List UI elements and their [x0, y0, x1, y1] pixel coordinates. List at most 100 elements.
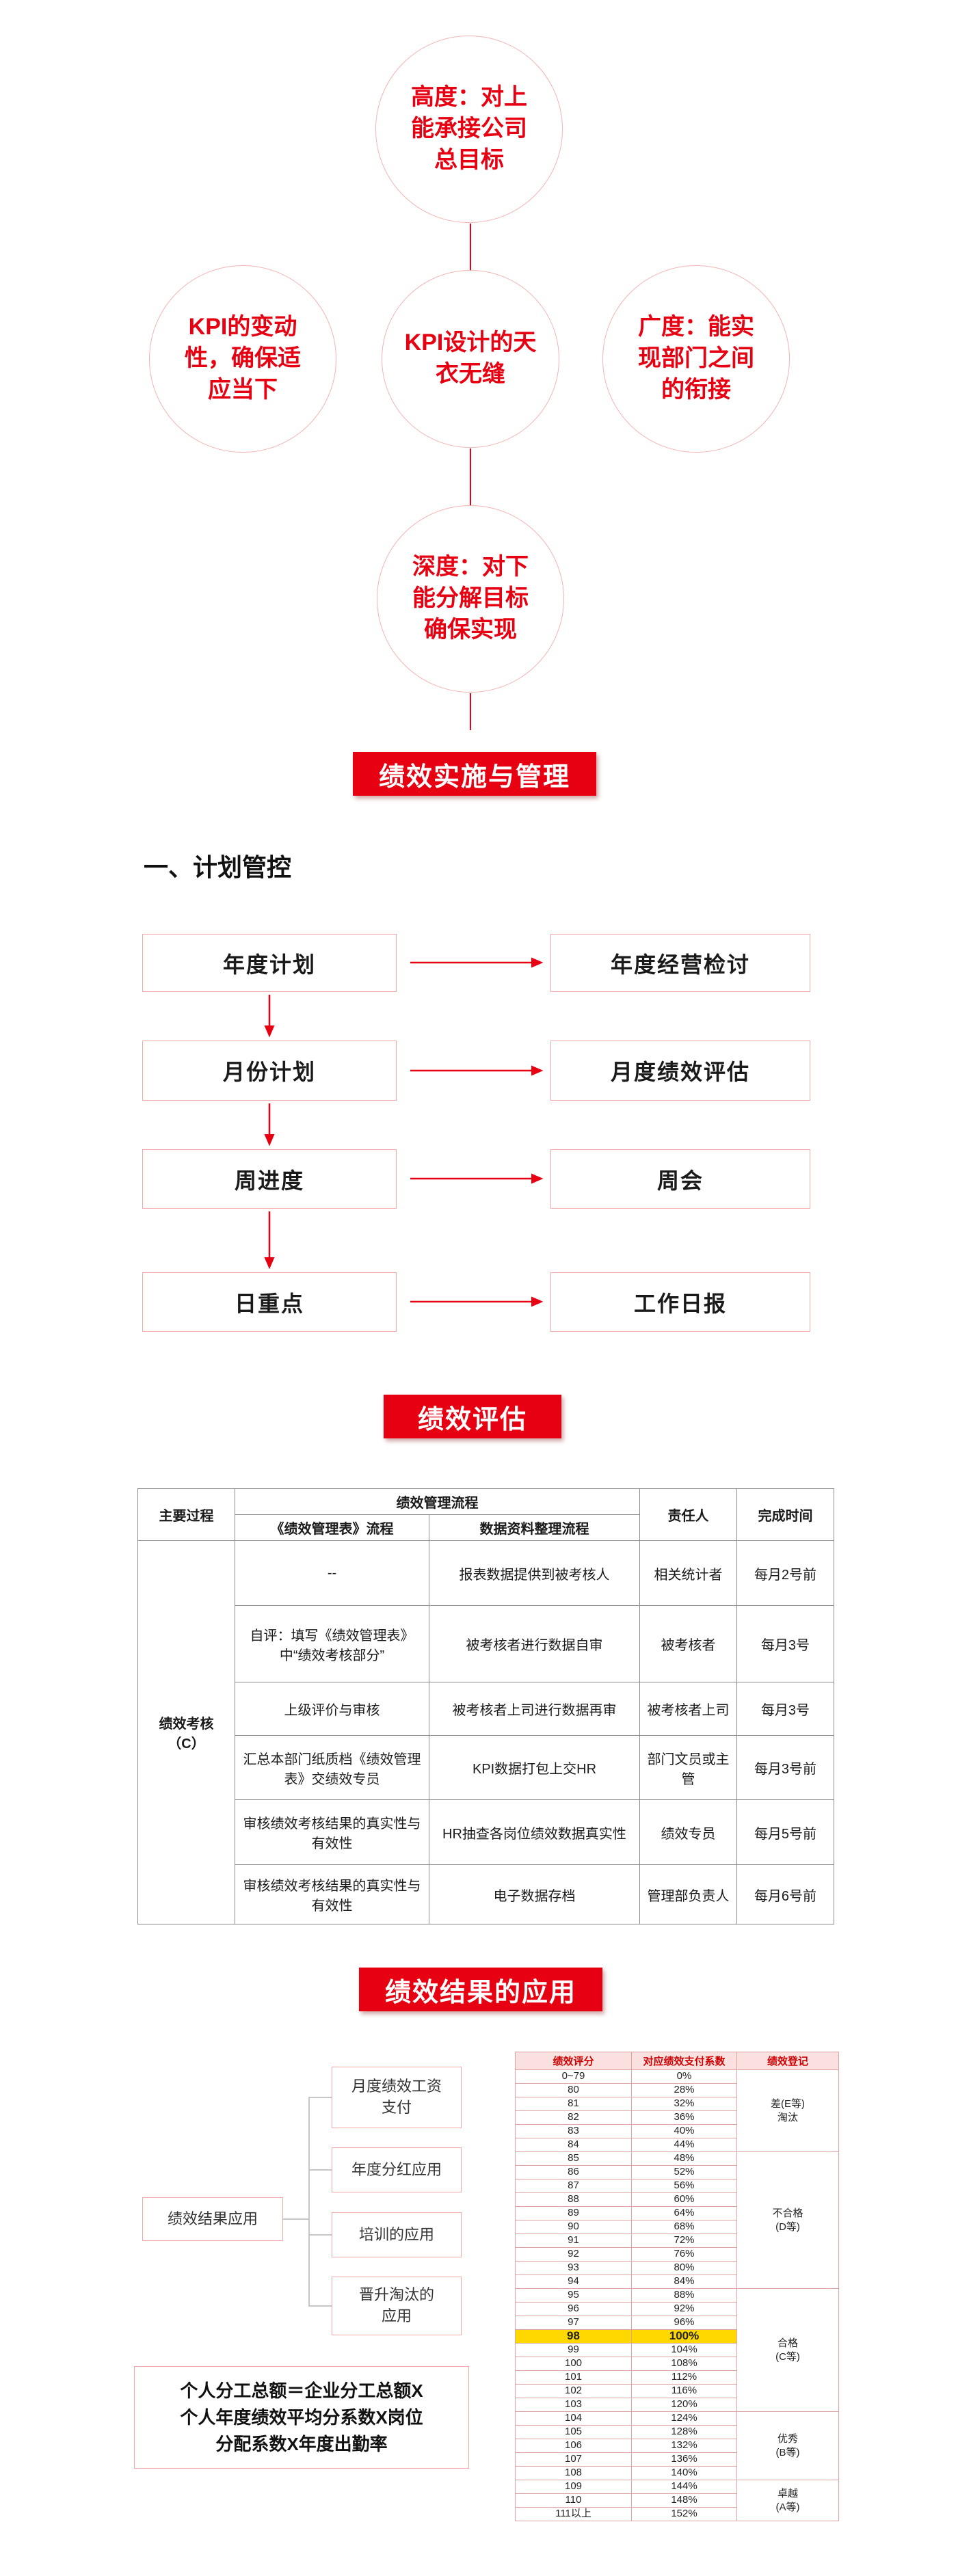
app-box-training: 培训的应用 — [332, 2212, 462, 2257]
score-value: 110 — [515, 2493, 632, 2508]
score-value: 83 — [515, 2124, 632, 2138]
grade-label: 卓越 (A等) — [736, 2480, 839, 2521]
score-value: 107 — [515, 2452, 632, 2467]
eval-cell-time: 每月2号前 — [736, 1540, 834, 1606]
score-value: 106 — [515, 2439, 632, 2453]
pay-coefficient-value: 92% — [631, 2302, 737, 2316]
grade-label: 不合格 (D等) — [736, 2151, 839, 2289]
eval-cell-owner: 相关统计者 — [639, 1540, 737, 1606]
pay-coefficient-value: 76% — [631, 2247, 737, 2262]
eval-cell-time: 每月3号 — [736, 1682, 834, 1736]
pay-coefficient-value: 0% — [631, 2069, 737, 2084]
pay-coefficient-value: 116% — [631, 2384, 737, 2398]
banner-performance-implementation: 绩效实施与管理 — [353, 752, 596, 796]
pay-coefficient-value: 132% — [631, 2439, 737, 2453]
pay-coefficient-value: 32% — [631, 2097, 737, 2111]
score-value: 81 — [515, 2097, 632, 2111]
score-value: 109 — [515, 2480, 632, 2494]
eval-cell-data: 电子数据存档 — [429, 1864, 640, 1924]
score-value: 100 — [515, 2357, 632, 2371]
flow-box-weekly-meeting: 周会 — [550, 1149, 810, 1209]
pay-coefficient-value: 40% — [631, 2124, 737, 2138]
score-value: 86 — [515, 2165, 632, 2179]
pay-coefficient-value: 120% — [631, 2398, 737, 2412]
eval-cell-owner: 部门文员或主管 — [639, 1735, 737, 1800]
eval-group-label: 绩效考核 （C） — [137, 1540, 235, 1924]
eval-header-main-process: 主要过程 — [137, 1488, 235, 1541]
score-value: 98 — [515, 2329, 632, 2344]
section-heading-plan-control: 一、计划管控 — [144, 853, 292, 881]
result-application-box: 绩效结果应用 — [142, 2197, 283, 2241]
eval-table: 主要过程 绩效管理流程 责任人 完成时间 《绩效管理表》流程 数据资料整理流程 … — [137, 1488, 834, 1924]
eval-cell-data: HR抽查各岗位绩效数据真实性 — [429, 1799, 640, 1865]
flow-box-monthly-plan: 月份计划 — [142, 1041, 397, 1101]
pay-coefficient-value: 128% — [631, 2425, 737, 2439]
eval-table-row: 绩效考核 （C）--报表数据提供到被考核人相关统计者每月2号前 — [137, 1540, 834, 1924]
eval-cell-flow: 自评：填写《绩效管理表》中“绩效考核部分” — [235, 1605, 429, 1682]
pay-coefficient-value: 136% — [631, 2452, 737, 2467]
score-value: 80 — [515, 2083, 632, 2097]
pay-coefficient-value: 152% — [631, 2507, 737, 2521]
score-value: 93 — [515, 2261, 632, 2275]
score-value: 99 — [515, 2343, 632, 2357]
eval-header-row-2: 《绩效管理表》流程 数据资料整理流程 — [138, 1514, 834, 1541]
bubble-kpi-design-center: KPI设计的天 衣无缝 — [382, 270, 559, 448]
score-value: 91 — [515, 2233, 632, 2248]
pay-coefficient-value: 52% — [631, 2165, 737, 2179]
flow-box-daily-report: 工作日报 — [550, 1272, 810, 1332]
pay-coefficient-value: 100% — [631, 2329, 737, 2344]
score-value: 105 — [515, 2425, 632, 2439]
eval-cell-time: 每月3号前 — [736, 1735, 834, 1800]
pay-coefficient-value: 88% — [631, 2288, 737, 2303]
bubble-breadth-link: 广度：能实 现部门之间 的衔接 — [602, 265, 790, 453]
eval-cell-time: 每月3号 — [736, 1605, 834, 1682]
pay-coefficient-value: 84% — [631, 2275, 737, 2289]
score-header-coefficient: 对应绩效支付系数 — [631, 2052, 737, 2070]
eval-table-row: 自评：填写《绩效管理表》中“绩效考核部分”被考核者进行数据自审被考核者每月3号 — [138, 1605, 834, 1682]
pay-coefficient-value: 72% — [631, 2233, 737, 2248]
score-header-grade: 绩效登记 — [736, 2052, 839, 2070]
eval-cell-time: 每月6号前 — [736, 1864, 834, 1924]
pay-coefficient-value: 44% — [631, 2138, 737, 2152]
salary-formula-box: 个人分工总额＝企业分工总额X 个人年度绩效平均分系数X岗位 分配系数X年度出勤率 — [134, 2366, 469, 2469]
pay-coefficient-value: 140% — [631, 2466, 737, 2480]
pay-coefficient-value: 64% — [631, 2206, 737, 2221]
flow-box-annual-plan: 年度计划 — [142, 934, 397, 992]
eval-header-flow-group: 绩效管理流程 — [235, 1488, 640, 1515]
banner-result-application: 绩效结果的应用 — [359, 1968, 602, 2011]
score-value: 103 — [515, 2398, 632, 2412]
app-box-monthly-salary: 月度绩效工资 支付 — [332, 2067, 462, 2128]
score-header-row: 绩效评分 对应绩效支付系数 绩效登记 — [515, 2052, 839, 2070]
score-value: 89 — [515, 2206, 632, 2221]
app-box-promotion-elimination: 晋升淘汰的 应用 — [332, 2277, 462, 2335]
eval-header-data-sub: 数据资料整理流程 — [429, 1514, 640, 1541]
eval-cell-data: 被考核者上司进行数据再审 — [429, 1682, 640, 1736]
flow-box-weekly-progress: 周进度 — [142, 1149, 397, 1209]
pay-coefficient-value: 56% — [631, 2179, 737, 2193]
score-value: 108 — [515, 2466, 632, 2480]
score-value: 101 — [515, 2370, 632, 2385]
eval-header-row-1: 主要过程 绩效管理流程 责任人 完成时间 — [137, 1488, 834, 1541]
flow-box-annual-review: 年度经营检讨 — [550, 934, 810, 992]
eval-cell-flow: 审核绩效考核结果的真实性与有效性 — [235, 1864, 429, 1924]
eval-cell-data: 被考核者进行数据自审 — [429, 1605, 640, 1682]
eval-cell-flow: -- — [235, 1540, 429, 1606]
eval-cell-owner: 被考核者 — [639, 1605, 737, 1682]
score-value: 111以上 — [515, 2507, 632, 2521]
